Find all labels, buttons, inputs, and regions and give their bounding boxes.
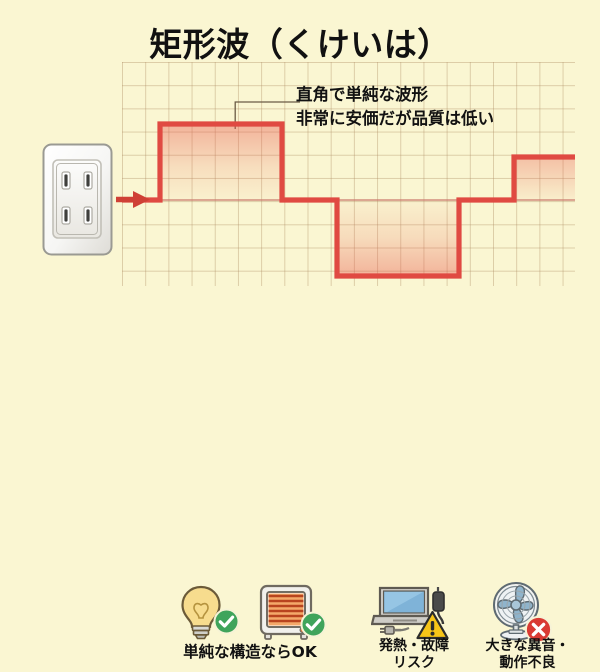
caption-fan: 大きな異音・ 動作不良: [470, 638, 585, 672]
right-arrow-icon: [116, 191, 150, 208]
annotation-line-1: 直角で単純な波形: [296, 85, 428, 104]
caption-laptop-line-2: リスク: [393, 655, 435, 672]
device-compatibility-row: 単純な構造ならOK 発熱・故障 リスク 大きな異音・ 動作不良: [0, 288, 600, 671]
caption-fan-line-2: 動作不良: [499, 655, 556, 672]
annotation-text: 直角で単純な波形 非常に安価だが品質は低い: [296, 84, 494, 131]
caption-laptop: 発熱・故障 リスク: [360, 638, 468, 672]
page-title: 矩形波（くけいは）: [149, 25, 451, 64]
waveform-trace: [122, 121, 575, 279]
check-badge-icon: [300, 611, 327, 638]
check-badge-icon: [213, 608, 240, 635]
warning-triangle-icon: [416, 610, 449, 640]
caption-fan-line-1: 大きな異音・: [485, 638, 570, 654]
wall-outlet-icon: [42, 143, 113, 256]
waveform-fill: [160, 124, 575, 276]
square-wave-chart: [116, 121, 575, 279]
caption-laptop-line-1: 発熱・故障: [379, 638, 449, 654]
infographic-canvas: 矩形波（くけいは）: [0, 25, 600, 671]
caption-simple-ok: 単純な構造ならOK: [183, 643, 317, 661]
annotation-leader-line: [234, 101, 300, 129]
annotation-line-2: 非常に安価だが品質は低い: [296, 108, 494, 128]
